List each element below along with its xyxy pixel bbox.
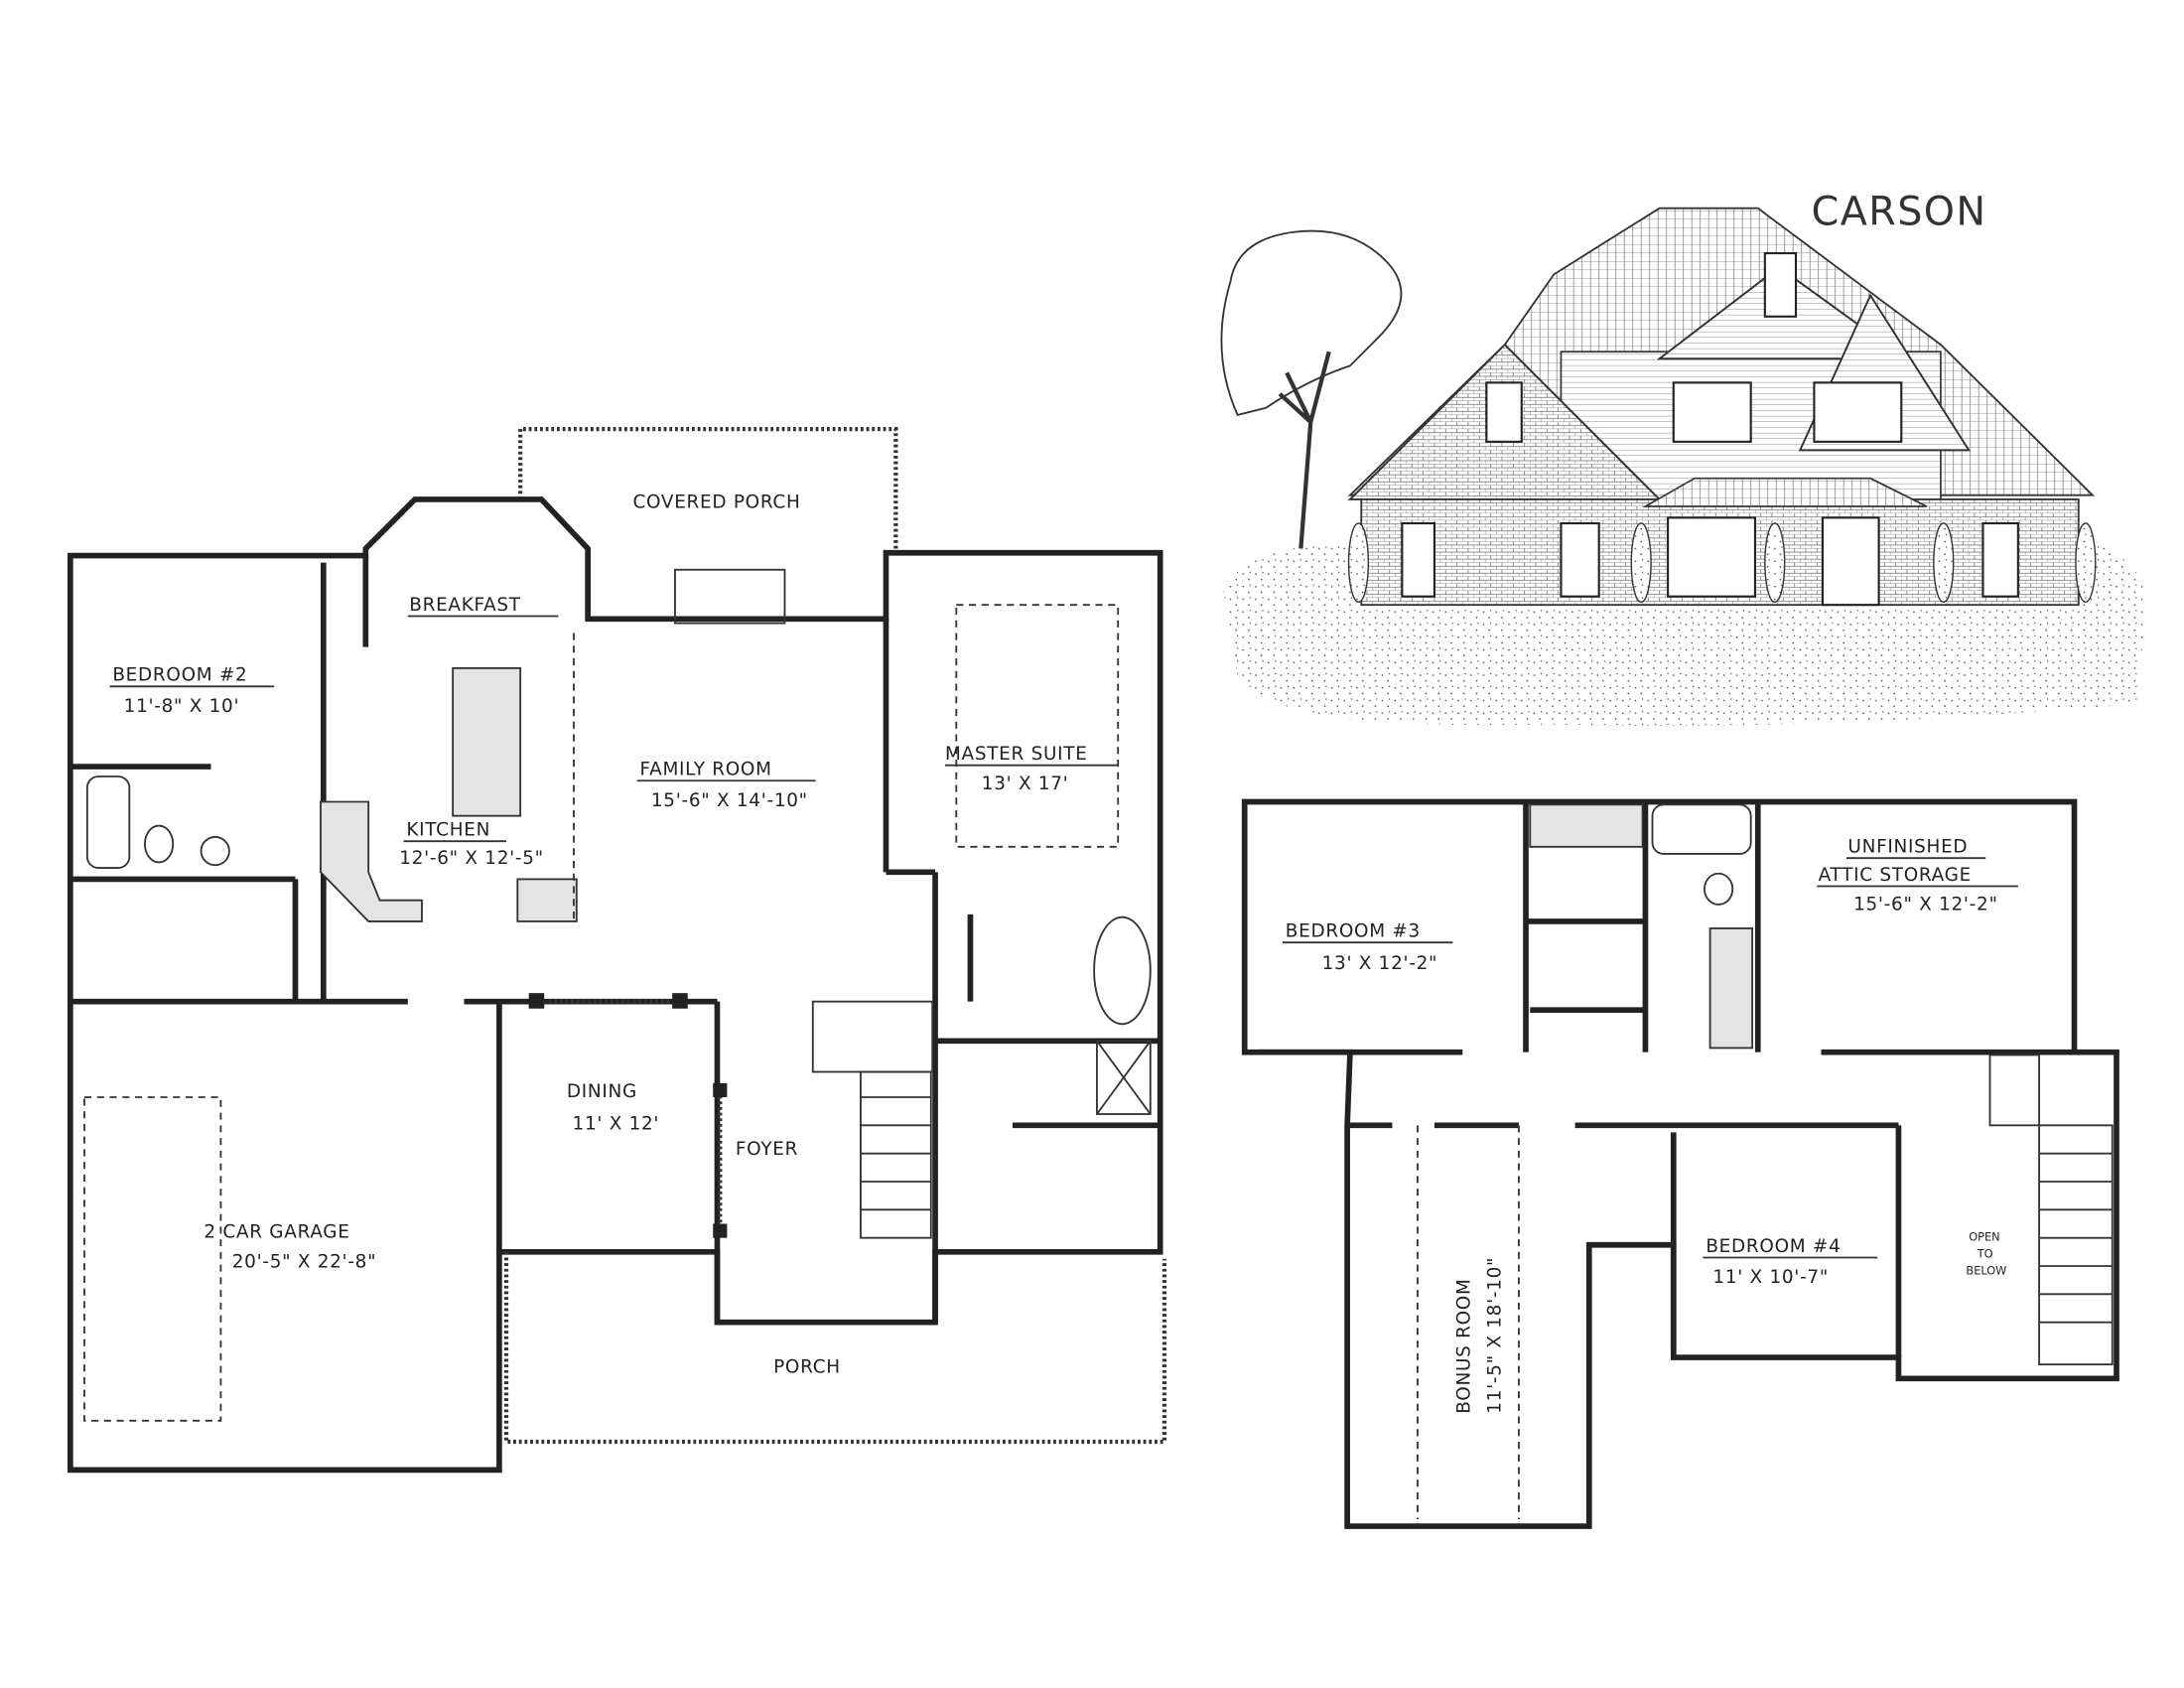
room-covered-porch-label: COVERED PORCH (632, 492, 800, 512)
room-garage-size: 20'-5" X 22'-8" (232, 1251, 377, 1272)
bathtub-icon (85, 775, 131, 870)
kitchen-counter (320, 800, 423, 922)
toilet-2-icon (1704, 872, 1734, 906)
room-porch-label: PORCH (773, 1357, 841, 1378)
fireplace-icon (674, 568, 786, 625)
kitchen-island (452, 667, 522, 817)
garage-parking-outline (83, 1096, 222, 1422)
room-family-room-size: 15'-6" X 14'-10" (651, 790, 808, 811)
room-bedroom-2-label: BEDROOM #2 (112, 665, 247, 686)
room-bonus-label: BONUS ROOM (1453, 1278, 1474, 1413)
room-attic-label-2: ATTIC STORAGE (1819, 865, 1972, 886)
covered-porch-outline (518, 426, 898, 553)
room-master-suite-label: MASTER SUITE (945, 744, 1088, 765)
room-bedroom-3-size: 13' X 12'-2" (1322, 953, 1438, 974)
room-bedroom-4-label: BEDROOM #4 (1706, 1236, 1841, 1257)
master-tub-icon (1093, 915, 1152, 1026)
first-floor-plan: COVERED PORCH BREAKFAST BEDROOM #2 11'-8… (67, 426, 1167, 1474)
windows (1401, 251, 2019, 607)
room-breakfast-label: BREAKFAST (409, 595, 521, 616)
kitchen-counter-right (516, 878, 578, 922)
room-master-suite-size: 13' X 17' (982, 774, 1069, 794)
toilet-icon (143, 824, 175, 864)
stairs (811, 1000, 934, 1239)
open-to-below-line-1: OPEN (1969, 1229, 1999, 1243)
room-kitchen-label: KITCHEN (406, 820, 490, 841)
room-garage-label: 2 CAR GARAGE (204, 1222, 349, 1243)
shrubs (1347, 522, 2097, 604)
shower-icon (1096, 1040, 1152, 1115)
front-door (1821, 516, 1880, 607)
stairs-2 (1988, 1054, 2114, 1366)
vanity-counter (1529, 803, 1644, 848)
porch-outline (503, 1251, 1167, 1445)
sink-icon (200, 835, 230, 867)
open-to-below-line-2: TO (1977, 1246, 1993, 1260)
room-bedroom-4-size: 11' X 10'-7" (1712, 1267, 1829, 1288)
tree-icon (1220, 229, 1403, 549)
double-vanity (1708, 927, 1754, 1050)
porch-roof (1642, 477, 1928, 507)
room-dining-label: DINING (567, 1081, 637, 1102)
room-dining-size: 11' X 12' (573, 1114, 660, 1135)
bathtub-2-icon (1651, 803, 1752, 855)
room-bedroom-3-label: BEDROOM #3 (1286, 920, 1421, 941)
room-family-room-label: FAMILY ROOM (640, 760, 772, 780)
second-floor-interior (1258, 801, 2075, 1358)
room-kitchen-size: 12'-6" X 12'-5" (399, 848, 544, 869)
house-elevation: CARSON (1220, 190, 2146, 727)
room-bonus-size: 11'-5" X 18'-10" (1485, 1257, 1506, 1414)
plan-title: CARSON (1812, 190, 1987, 235)
second-floor-plan: BEDROOM #3 13' X 12'-2" UNFINISHED ATTIC… (1241, 798, 2119, 1529)
open-to-below-line-3: BELOW (1966, 1263, 2006, 1277)
room-attic-size: 15'-6" X 12'-2" (1853, 895, 1998, 915)
room-attic-label-1: UNFINISHED (1847, 836, 1968, 857)
exterior-walls (67, 496, 1163, 1474)
room-bedroom-2-size: 11'-8" X 10' (124, 696, 240, 717)
room-foyer-label: FOYER (736, 1139, 798, 1160)
